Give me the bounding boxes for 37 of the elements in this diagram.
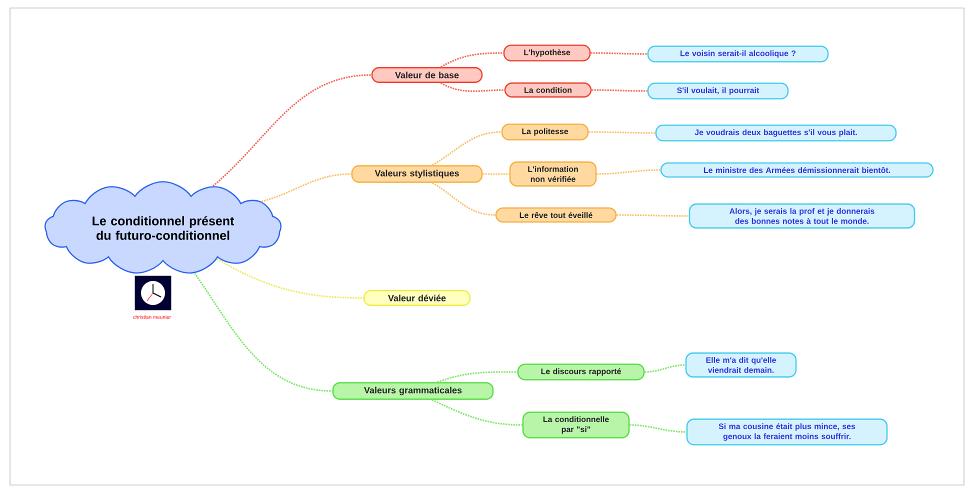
subtopic-box: La conditionnelle par "si" (522, 412, 630, 438)
topic-cloud: Le conditionnel présent du futuro-conditionnel (44, 181, 282, 274)
connector (590, 52, 648, 55)
connector (616, 214, 689, 217)
connector (630, 424, 686, 433)
connector (644, 364, 686, 373)
connector (194, 272, 332, 392)
branch-box: Valeurs grammaticales (332, 382, 494, 400)
example-box: Si ma cousine était plus mince, ses genoux la feraient moins souffrir. (686, 418, 888, 446)
connector (440, 52, 504, 68)
connector (588, 131, 656, 134)
connector (432, 182, 496, 216)
branch-box: Valeur de base (371, 67, 483, 83)
connector (482, 173, 510, 175)
connector (592, 89, 648, 92)
branch-box: Valeurs stylistiques (351, 165, 483, 183)
subtopic-box: La condition (504, 82, 592, 98)
example-box: Je voudrais deux baguettes s'il vous plait. (655, 124, 897, 142)
subtopic-box: L'hypothèse (503, 44, 591, 62)
connector (216, 258, 364, 299)
subtopic-box: La politesse (501, 124, 589, 140)
example-box: Alors, je serais la prof et je donnerais des bonnes notes à tout le monde. (688, 203, 916, 229)
example-box: Le voisin serait-il alcoolique ? (647, 46, 829, 62)
connector (596, 169, 660, 175)
subtopic-box: Le rêve tout éveillé (495, 207, 617, 223)
connector (432, 131, 502, 166)
connector (437, 371, 518, 383)
connector (432, 399, 522, 426)
branch-box: Valeur déviée (363, 290, 471, 306)
subtopic-box: L'information non vérifiée (509, 161, 597, 187)
example-box: Elle m'a dit qu'elle viendrait demain. (685, 352, 797, 378)
subtopic-box: Le discours rapporté (517, 364, 645, 380)
connector (261, 173, 352, 202)
example-box: Le ministre des Armées démissionnerait bientôt. (660, 162, 934, 178)
example-box: S'il voulait, il pourrait (647, 82, 789, 100)
connector (212, 74, 372, 187)
connector (440, 82, 504, 92)
